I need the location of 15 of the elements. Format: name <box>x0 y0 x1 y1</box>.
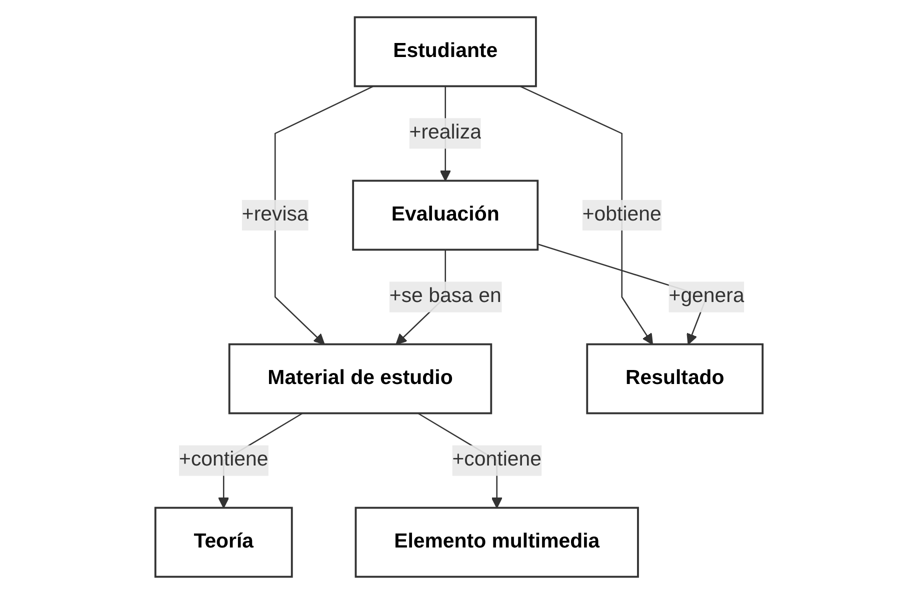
edge-label: +se basa en <box>388 286 501 308</box>
node-box: Teoría <box>154 506 292 578</box>
edge-label: +genera <box>668 286 744 308</box>
node-box: Evaluación <box>352 180 538 251</box>
node-box: Estudiante <box>353 16 536 88</box>
edge-label: +contiene <box>178 449 268 471</box>
node-box: Elemento multimedia <box>354 506 638 578</box>
edge-label: +realiza <box>408 122 481 144</box>
edge-label: +revisa <box>241 204 308 226</box>
node-box: Resultado <box>586 343 764 414</box>
edge-label: +contiene <box>452 449 541 471</box>
arrow <box>274 86 374 345</box>
edge-label: +obtiene <box>582 204 661 226</box>
node-box: Material de estudio <box>228 343 492 414</box>
arrow <box>519 86 653 345</box>
